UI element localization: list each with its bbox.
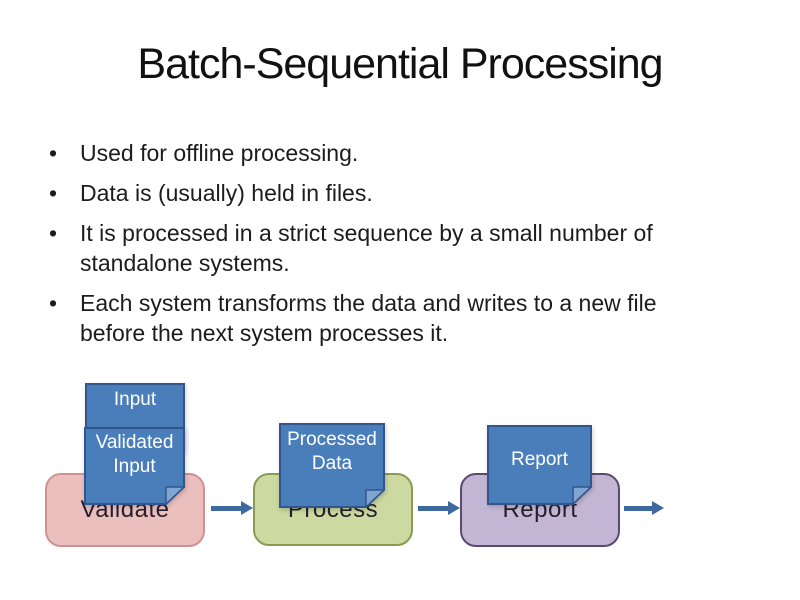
- stage-validate-box: Validate: [45, 473, 205, 547]
- stage-report-box: Report: [460, 473, 620, 547]
- document-shape-icon: [279, 423, 385, 508]
- flow-arrow-report-out: [624, 501, 664, 515]
- arrow-head-icon: [241, 501, 253, 515]
- document-validated-input-label: Validated Input: [95, 432, 174, 477]
- document-processed-data-label: Processed Data: [287, 429, 377, 474]
- document-shape-icon: [84, 427, 185, 505]
- document-processed-data: Processed Data: [279, 423, 385, 508]
- document-shape-icon: [85, 383, 185, 469]
- arrow-shaft: [418, 505, 448, 511]
- arrow-shaft: [211, 505, 241, 511]
- stage-process-label: Process: [287, 495, 379, 523]
- document-validated-input: Validated Input: [84, 427, 185, 505]
- arrow-shaft: [624, 505, 652, 511]
- stage-validate-label: Validate: [80, 496, 170, 523]
- slide-title: Batch-Sequential Processing: [137, 40, 663, 88]
- stage-report-label: Report: [502, 496, 578, 523]
- document-shape-icon: [487, 425, 592, 505]
- document-report: Report: [487, 425, 592, 505]
- document-input: Input: [85, 383, 185, 469]
- bullet-item: It is processed in a strict sequence by …: [45, 218, 700, 278]
- arrow-head-icon: [652, 501, 664, 515]
- document-input-label: Input: [113, 389, 157, 410]
- stage-process-box: Process: [253, 473, 413, 546]
- bullet-item: Each system transforms the data and writ…: [45, 288, 700, 348]
- bullet-list: Used for offline processing. Data is (us…: [45, 138, 700, 358]
- flow-arrow-validate-to-process: [211, 501, 253, 515]
- document-report-label: Report: [510, 449, 569, 470]
- flow-arrow-process-to-report: [418, 501, 460, 515]
- bullet-item: Data is (usually) held in files.: [45, 178, 700, 208]
- arrow-head-icon: [448, 501, 460, 515]
- bullet-item: Used for offline processing.: [45, 138, 700, 168]
